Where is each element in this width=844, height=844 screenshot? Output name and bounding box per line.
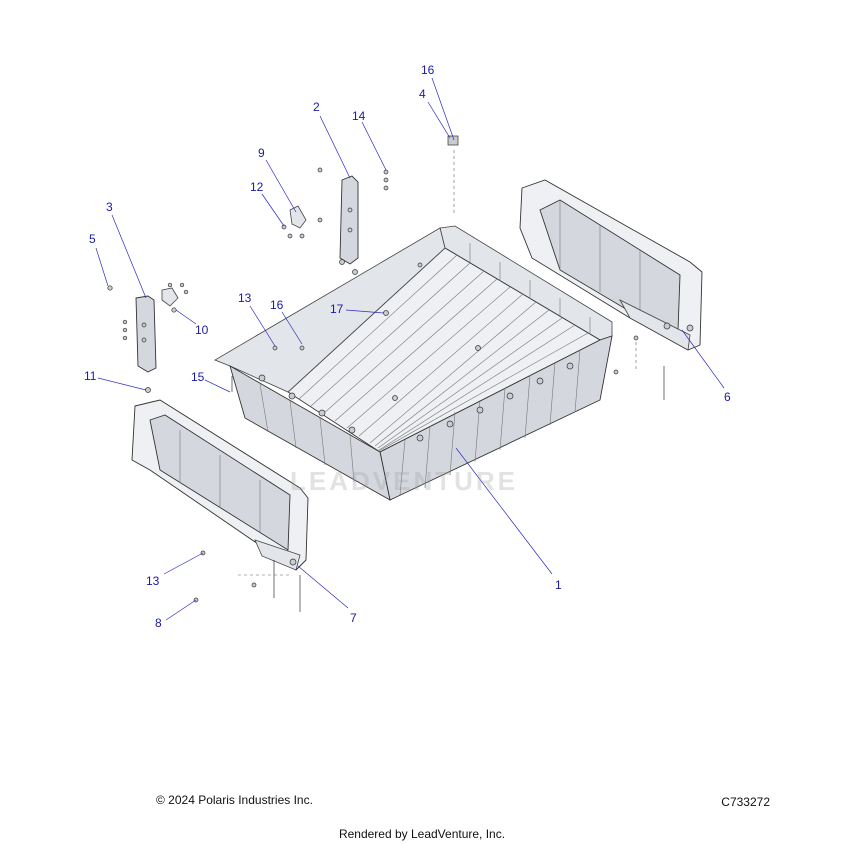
watermark-logo: LEADVENTURE: [290, 466, 519, 496]
right-side-panel: [519, 179, 703, 351]
cargo-box: [214, 225, 613, 501]
callout-17: 17: [330, 302, 344, 316]
callout-12: 12: [250, 180, 264, 194]
callout-13-upper: 13: [238, 291, 252, 305]
copyright-notice: © 2024 Polaris Industries Inc.: [156, 793, 313, 807]
callout-3: 3: [106, 200, 113, 214]
rendered-by-credit: Rendered by LeadVenture, Inc.: [338, 827, 506, 841]
left-bracket: [122, 295, 157, 373]
callout-16-top: 16: [421, 63, 435, 77]
callout-13-lower: 13: [146, 574, 160, 588]
callout-15: 15: [191, 370, 205, 384]
callout-10: 10: [195, 323, 209, 337]
callout-9: 9: [258, 146, 265, 160]
callout-7: 7: [350, 611, 357, 625]
callout-11: 11: [84, 369, 97, 383]
left-side-panel: [131, 399, 309, 571]
callout-5: 5: [89, 232, 96, 246]
callout-labels: 1 2 3 4 5 6 7 8 9 10 11 12 13 13 14 15 1…: [84, 63, 731, 630]
callout-14: 14: [352, 109, 366, 123]
callout-2: 2: [313, 100, 320, 114]
drawing-number: C733272: [721, 795, 770, 809]
callout-6: 6: [724, 390, 731, 404]
latch-hardware: [161, 205, 307, 313]
callout-1: 1: [555, 578, 562, 592]
callout-8: 8: [155, 616, 162, 630]
leader-lines: [95, 77, 725, 621]
callout-16-mid: 16: [270, 298, 284, 312]
callout-4: 4: [419, 87, 426, 101]
right-bracket: [317, 167, 359, 275]
